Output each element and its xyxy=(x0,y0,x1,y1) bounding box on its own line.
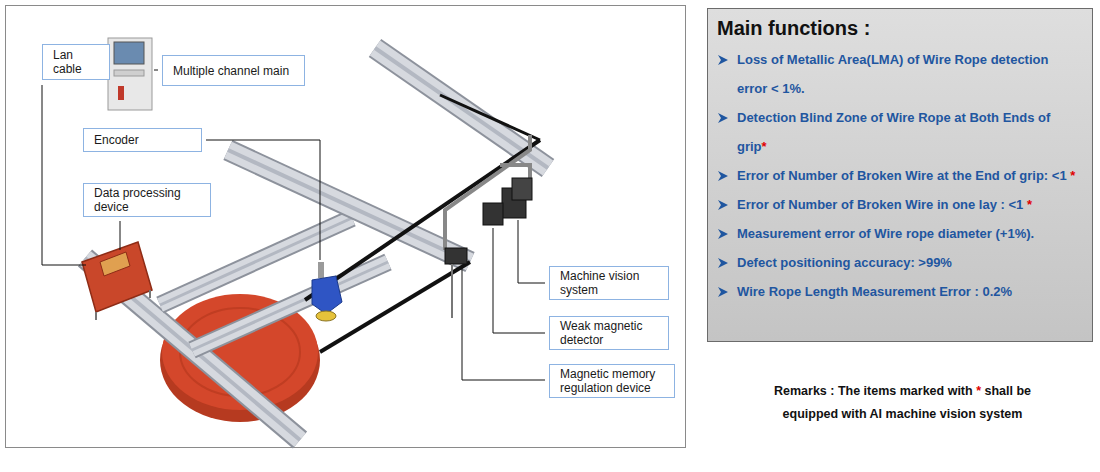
bullet-item: Error of Number of Broken Wire at the En… xyxy=(717,161,1080,190)
computer xyxy=(108,38,152,110)
bullet-item: Measurement error of Wire rope diameter … xyxy=(717,219,1080,248)
detector-devices xyxy=(445,135,532,318)
text-run: Magnetic memory regulation device xyxy=(560,367,655,395)
data-processing-box xyxy=(82,242,152,320)
callout-box: Lan cable xyxy=(42,44,110,80)
bullet-arrow-shape xyxy=(718,55,728,65)
bullet-arrow-shape xyxy=(718,229,728,239)
callout-text: Weak magnetic detector xyxy=(560,319,662,347)
bullet-item: Loss of Metallic Area(LMA) of Wire Rope … xyxy=(717,45,1080,103)
text-run: Loss of Metallic Area(LMA) of Wire Rope … xyxy=(737,52,1048,96)
bullet-arrow xyxy=(717,170,729,182)
text-run: Data processing device xyxy=(94,186,181,214)
text-run: Machine vision system xyxy=(560,269,639,297)
rails xyxy=(85,48,548,440)
wire-rope xyxy=(305,95,540,352)
panel-heading: Main functions : xyxy=(717,15,1080,41)
text-run: Lan cable xyxy=(53,48,82,76)
callout-text: Data processing device xyxy=(94,186,204,214)
callout-box: Encoder xyxy=(83,128,202,152)
function-text: Loss of Metallic Area(LMA) of Wire Rope … xyxy=(737,45,1080,103)
function-text: Detection Blind Zone of Wire Rope at Bot… xyxy=(737,103,1080,161)
text-run: Wire Rope Length Measurement Error : 0.2… xyxy=(737,284,1012,299)
bullet-arrow xyxy=(717,54,729,66)
bullet-arrow-shape xyxy=(718,200,728,210)
bullet-item: Detection Blind Zone of Wire Rope at Bot… xyxy=(717,103,1080,161)
text-run: Encoder xyxy=(94,133,139,147)
bullet-arrow-shape xyxy=(718,171,728,181)
callout-box: Machine vision system xyxy=(549,266,669,300)
asterisk-mark: * xyxy=(1070,168,1075,183)
leader-lines xyxy=(42,70,545,380)
bullet-arrow-shape xyxy=(718,258,728,268)
bullet-arrow-shape xyxy=(718,287,728,297)
text-run: Detection Blind Zone of Wire Rope at Bot… xyxy=(737,110,1050,154)
text-run: Weak magnetic detector xyxy=(560,319,642,347)
function-text: Error of Number of Broken Wire in one la… xyxy=(737,190,1032,219)
bullet-arrow xyxy=(717,112,729,124)
function-text: Error of Number of Broken Wire at the En… xyxy=(737,161,1075,190)
bullet-item: Wire Rope Length Measurement Error : 0.2… xyxy=(717,277,1080,306)
bullet-arrow xyxy=(717,286,729,298)
callout-text: Multiple channel main xyxy=(173,64,298,78)
bullet-arrow xyxy=(717,228,729,240)
callout-box: Magnetic memory regulation device xyxy=(549,364,675,398)
text-run: Error of Number of Broken Wire at the En… xyxy=(737,168,1070,183)
bullet-item: Error of Number of Broken Wire in one la… xyxy=(717,190,1080,219)
function-text: Defect positioning accuracy: >99% xyxy=(737,248,952,277)
function-panel: Main functions : Loss of Metallic Area(LM… xyxy=(707,8,1093,342)
callout-text: Magnetic memory regulation device xyxy=(560,367,668,395)
remarks-note: Remarks : The items marked with * shall … xyxy=(745,380,1060,426)
callout-box: Data processing device xyxy=(83,183,211,217)
bullet-arrow-shape xyxy=(718,113,728,123)
callout-box: Multiple channel main xyxy=(162,55,305,86)
text-run: Multiple channel main xyxy=(173,64,289,78)
asterisk-mark: * xyxy=(1027,197,1032,212)
function-text: Wire Rope Length Measurement Error : 0.2… xyxy=(737,277,1012,306)
asterisk-mark: * xyxy=(976,384,981,398)
encoder xyxy=(312,262,342,321)
bullet-arrow xyxy=(717,199,729,211)
text-run: Main functions : xyxy=(717,17,870,39)
text-run: Defect positioning accuracy: >99% xyxy=(737,255,952,270)
asterisk-mark: * xyxy=(762,139,767,154)
frame xyxy=(6,6,686,448)
bullet-item: Defect positioning accuracy: >99% xyxy=(717,248,1080,277)
text-run: Error of Number of Broken Wire in one la… xyxy=(737,197,1027,212)
bullet-arrow xyxy=(717,257,729,269)
text-run: Measurement error of Wire rope diameter … xyxy=(737,226,1034,241)
callout-box: Weak magnetic detector xyxy=(549,316,669,350)
callout-text: Encoder xyxy=(94,133,195,147)
text-run: Remarks : The items marked with xyxy=(774,384,976,398)
function-text: Measurement error of Wire rope diameter … xyxy=(737,219,1034,248)
callout-text: Lan cable xyxy=(53,48,103,76)
callout-text: Machine vision system xyxy=(560,269,662,297)
